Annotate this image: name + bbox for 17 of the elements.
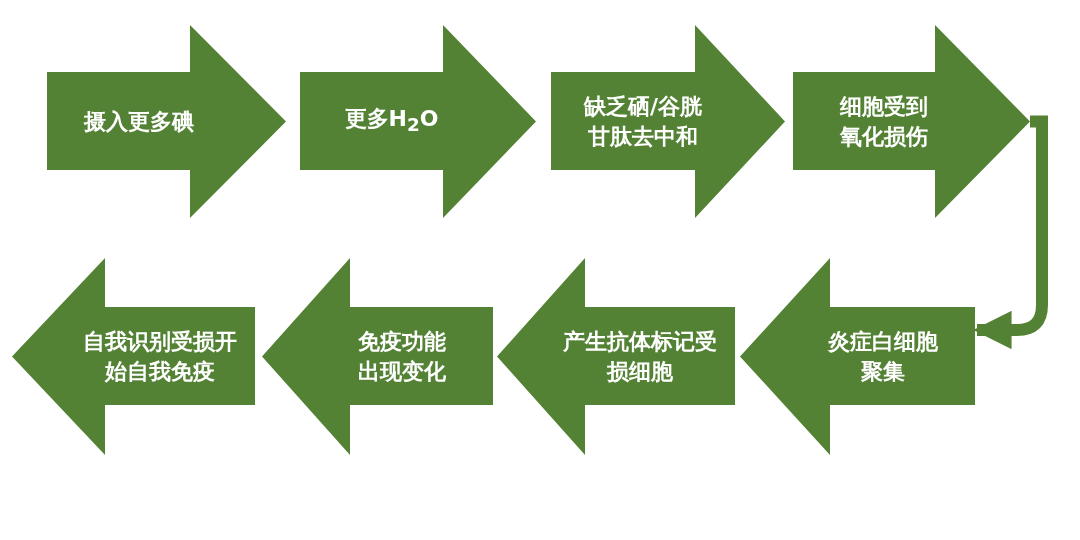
arrow-shape xyxy=(262,258,493,455)
step-text: 缺乏硒/谷胱甘肽去中和 xyxy=(582,92,703,151)
step-text: 更多H$_{2}$O xyxy=(343,104,440,137)
curved-arrow xyxy=(973,115,1048,350)
step-text: 细胞受到氧化损伤 xyxy=(838,92,929,151)
arrow-shape xyxy=(551,25,785,218)
step-text: 摄入更多碘 xyxy=(82,107,195,136)
arrow-shape xyxy=(497,258,735,455)
arrow-shape xyxy=(300,25,536,218)
arrow-shape xyxy=(793,25,1030,218)
step-text: 自我识别受损开始自我免疫 xyxy=(82,327,238,386)
arrow-shape xyxy=(740,258,975,455)
step-text: 炎症白细胞聚集 xyxy=(826,327,939,386)
step-text: 产生抗体标记受损细胞 xyxy=(562,327,718,386)
step-text: 免疫功能出现变化 xyxy=(356,327,447,386)
arrow-shape xyxy=(12,258,255,455)
arrow-shape xyxy=(47,25,286,218)
